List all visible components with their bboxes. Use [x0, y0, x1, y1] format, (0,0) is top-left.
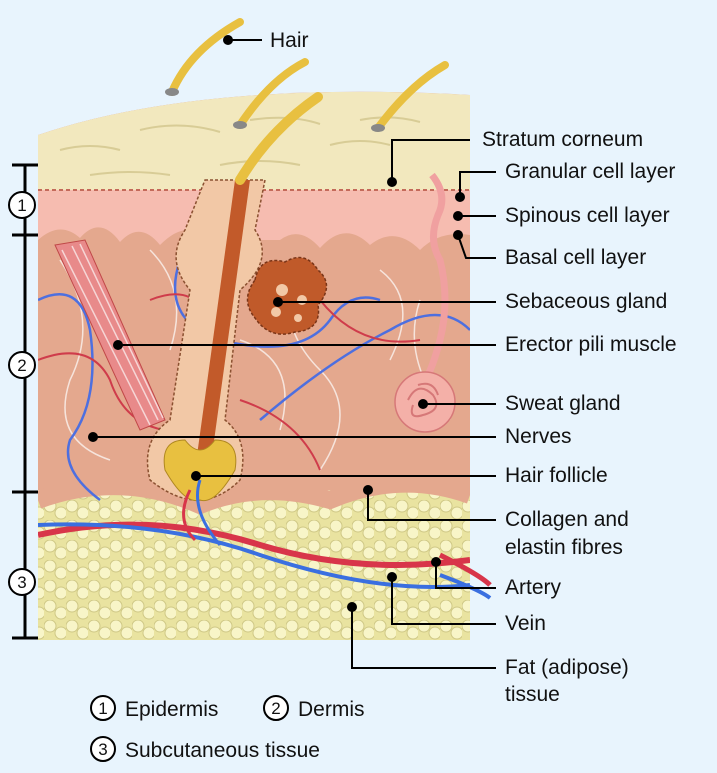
legend-marker-3-text: 3	[98, 740, 107, 759]
label-granular-cell-layer: Granular cell layer	[505, 160, 675, 183]
legend-epidermis: Epidermis	[125, 698, 218, 721]
label-sweat-gland: Sweat gland	[505, 392, 621, 415]
legend-dermis: Dermis	[298, 698, 365, 721]
label-fat-line-1: Fat (adipose)	[505, 656, 629, 679]
label-hair: Hair	[270, 29, 309, 52]
layer-marker-1-text: 1	[17, 196, 26, 215]
label-artery: Artery	[505, 576, 562, 599]
label-collagen-line-2: elastin fibres	[505, 536, 623, 559]
label-sebaceous-gland: Sebaceous gland	[505, 290, 667, 313]
layer-marker-2-text: 2	[17, 356, 26, 375]
label-erector-pili-muscle: Erector pili muscle	[505, 333, 677, 356]
legend-marker-1-text: 1	[98, 699, 107, 718]
label-basal-cell-layer: Basal cell layer	[505, 246, 646, 269]
label-collagen-line-1: Collagen and	[505, 508, 629, 531]
layer-marker-3-text: 3	[17, 573, 26, 592]
label-vein: Vein	[505, 612, 546, 635]
label-stratum-corneum: Stratum corneum	[482, 128, 643, 151]
label-fat-line-2: tissue	[505, 683, 560, 706]
sebaceous-gland	[248, 258, 327, 335]
label-hair-follicle: Hair follicle	[505, 464, 608, 487]
legend-marker-2-text: 2	[271, 699, 280, 718]
label-nerves: Nerves	[505, 425, 572, 448]
legend-subcutaneous: Subcutaneous tissue	[125, 739, 320, 762]
legend: 1 Epidermis 2 Dermis 3 Subcutaneous tiss…	[91, 696, 365, 762]
label-spinous-cell-layer: Spinous cell layer	[505, 204, 670, 227]
layer-scale-bar: 1 2 3	[9, 165, 38, 638]
